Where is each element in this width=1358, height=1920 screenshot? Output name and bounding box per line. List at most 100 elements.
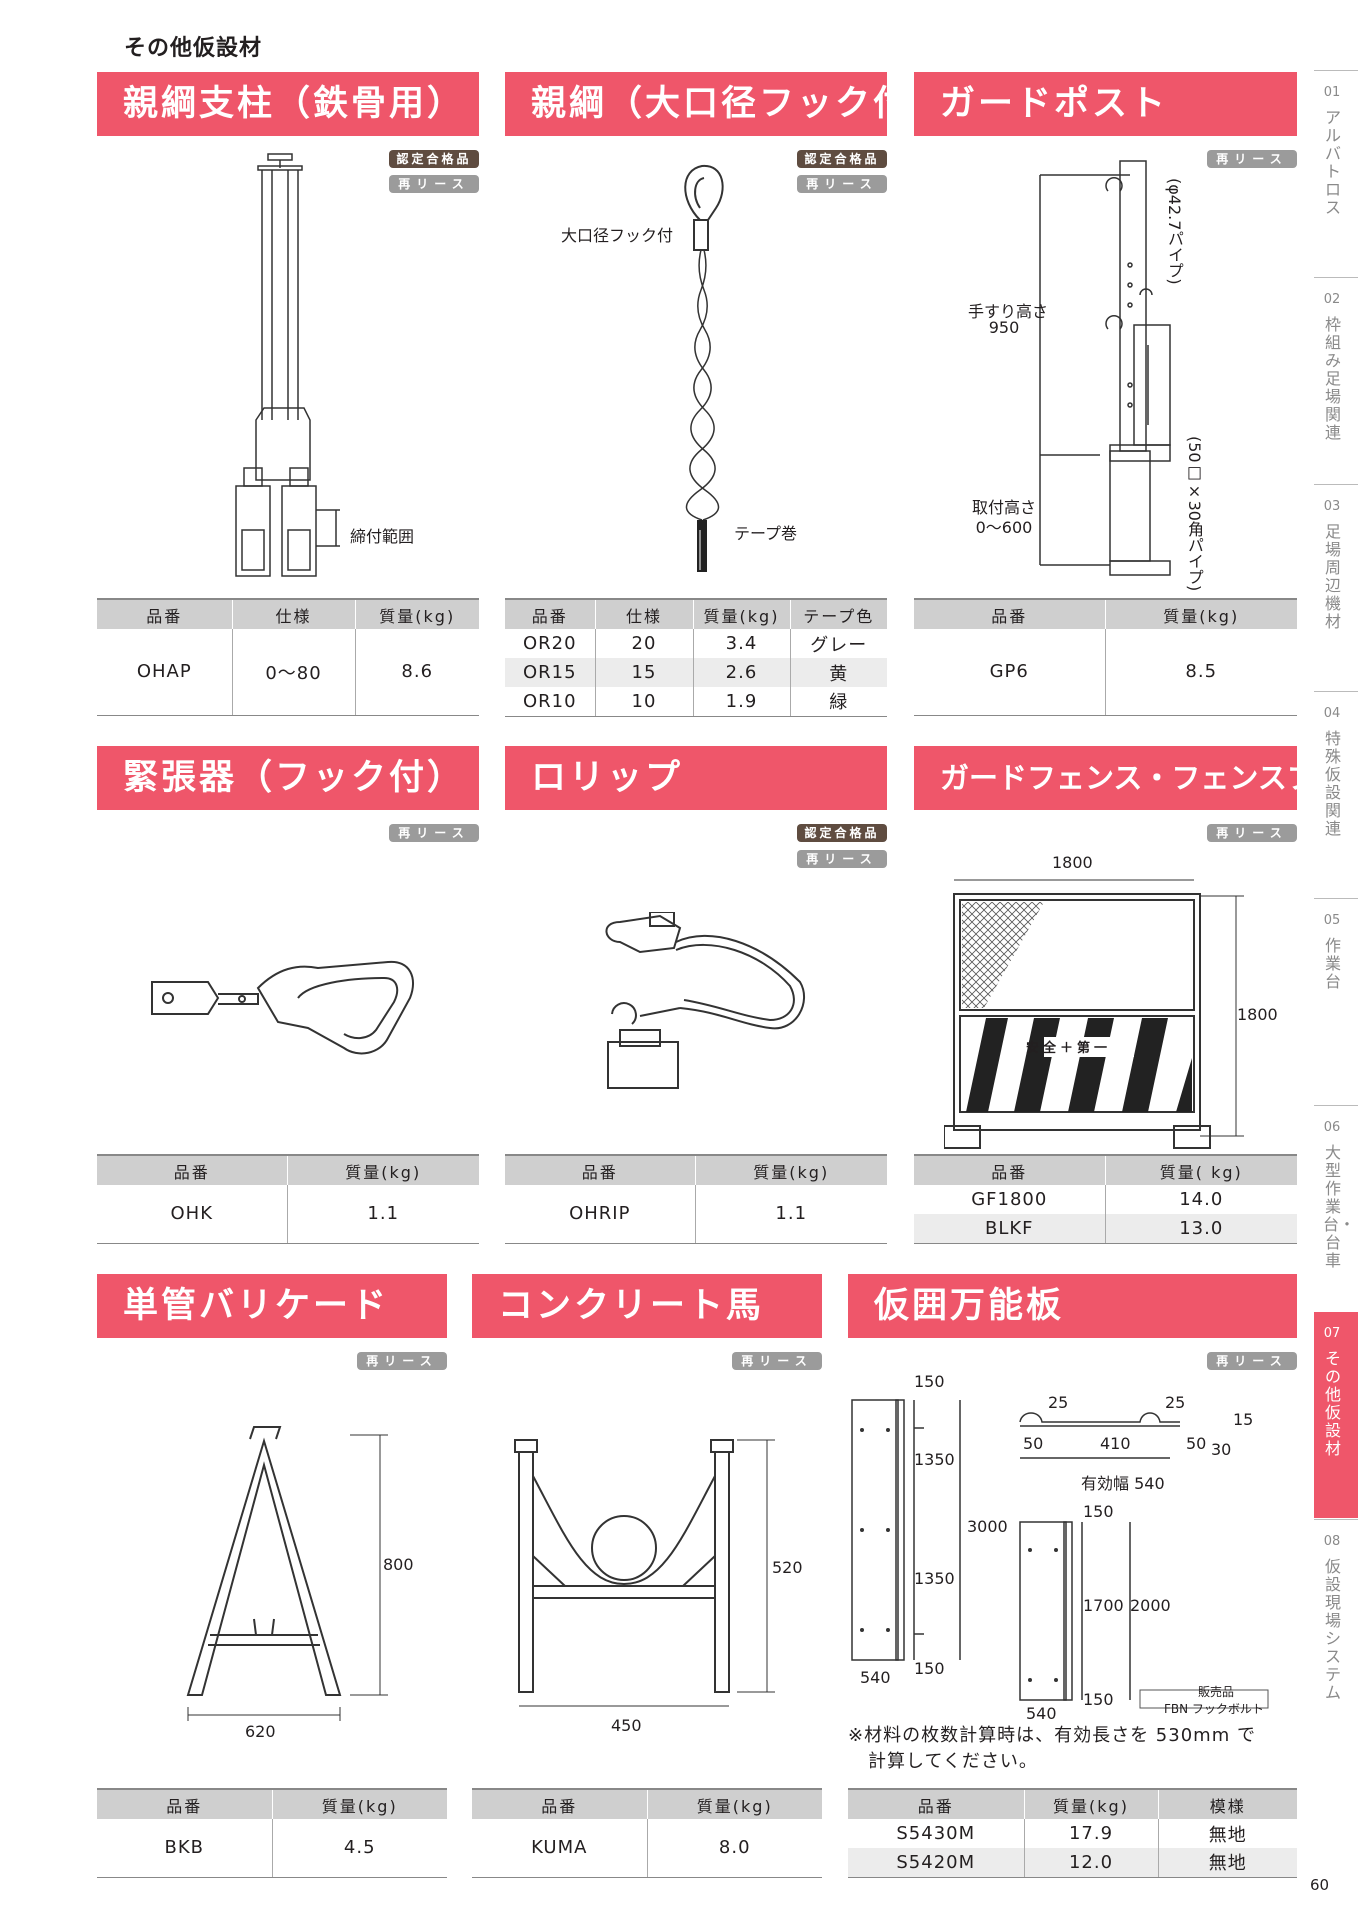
sidebar-item-03[interactable]: 03 足場周辺機材 [1314,484,1358,690]
callout-520: 520 [772,1558,803,1577]
sidebar-item-label: 特殊仮設関連 [1324,729,1341,838]
col-header: 品番 [505,598,595,629]
col-header: 質量(kg) [286,1154,479,1185]
cell: OHAP [97,629,232,716]
cell: 0～80 [231,629,355,716]
callout-3000: 3000 [967,1517,1008,1536]
cell: 8.6 [354,629,479,716]
header-guard-post: ガードポスト [914,72,1297,136]
callout-800: 800 [383,1555,414,1574]
cell: 8.0 [646,1819,822,1878]
col-header: 質量(kg) [646,1788,822,1819]
callout-950: 950 [988,318,1020,337]
callout-shimetsuke: 締付範囲 [350,527,415,546]
callout-0-600: 0～600 [975,518,1033,537]
guard-fence-illustration [944,862,1274,1152]
badge-lease: 再リース [1207,150,1297,168]
cell: 20 [594,629,693,658]
cell: 1.1 [286,1185,479,1244]
callout-30: 30 [1211,1440,1232,1459]
callout-tesuri: 手すり高さ [968,302,1049,321]
callout-620: 620 [245,1722,276,1741]
sidebar-item-02[interactable]: 02 枠組み足場関連 [1314,277,1358,483]
callout-1700: 1700 [1083,1596,1124,1615]
badge-lease: 再リース [1207,824,1297,842]
sidebar-item-08[interactable]: 08 仮設現場システム [1314,1519,1358,1725]
header-guard-fence: ガードフェンス・フェンスブロック [914,746,1297,810]
cell: 13.0 [1104,1214,1297,1244]
callout-sales-item: 販売品 [1198,1685,1235,1699]
header-oya-shichu: 親綱支柱（鉄骨用） [97,72,479,136]
col-header: 品番 [97,598,232,629]
cell: 15 [594,658,693,687]
callout-pipe-round: (φ42.7パイプ) [1165,178,1184,285]
section-title: その他仮設材 [124,36,263,61]
badge-lease: 再リース [732,1352,822,1370]
callout-25-left: 25 [1048,1393,1069,1412]
calculation-note: ※材料の枚数計算時は、有効長さを 530mm で 計算してください。 [848,1723,1256,1775]
sidebar-item-07[interactable]: 07 その他仮設材 [1314,1312,1358,1518]
callout-hook-bolt: FBN フックボルト [1164,1702,1264,1716]
sidebar-item-number: 04 [1323,706,1341,721]
cell: OR20 [522,633,577,654]
cell: S5420M [848,1848,1024,1878]
badge-lease: 再リース [389,824,479,842]
col-header: 品番 [848,1788,1024,1819]
kakoi-ban-illustration [850,1390,1270,1710]
sidebar-item-06[interactable]: 06 大型作業台・台車 [1314,1105,1358,1311]
col-header: 質量(kg) [692,598,790,629]
header-oya-zuna: 親綱（大口径フック付） [505,72,887,136]
col-header: 質量(kg) [354,598,479,629]
header-barricade: 単管バリケード [97,1274,447,1338]
col-header: 品番 [97,1154,287,1185]
callout-1350-upper: 1350 [914,1450,955,1469]
col-header: 仕様 [231,598,355,629]
badge-lease: 再リース [357,1352,447,1370]
badge-certified: 認定合格品 [797,824,887,842]
rorippu-illustration [600,912,810,1092]
cell: GF1800 [971,1189,1048,1210]
badge-lease: 再リース [389,175,479,193]
cell: OR15 [505,658,595,687]
cell: OHK [97,1185,287,1244]
page-number: 60 [1310,1876,1330,1894]
callout-150-bottom: 150 [914,1659,945,1678]
callout-540-left: 540 [860,1668,891,1687]
col-header: 質量(kg) [271,1788,447,1819]
sidebar-item-05[interactable]: 05 作業台 [1314,898,1358,1104]
col-header: 品番 [505,1154,695,1185]
header-rorippu: ロリップ [505,746,887,810]
cell: 3.4 [692,629,790,658]
callout-150-top: 150 [914,1372,945,1391]
sidebar-item-label: 仮設現場システム [1324,1557,1341,1702]
callout-150-small-bottom: 150 [1083,1690,1114,1709]
sidebar-item-01[interactable]: 01 アルバトロス [1314,70,1358,276]
oya-zuna-illustration [660,160,740,580]
cell: 2.6 [692,658,790,687]
header-kakoi-ban: 仮囲万能板 [848,1274,1297,1338]
sidebar-item-label: 足場周辺機材 [1324,522,1341,631]
callout-toritsuke: 取付高さ [971,498,1036,517]
oya-shichu-illustration [220,150,350,590]
note-line-2: 計算してください。 [868,1751,1038,1772]
col-header: 質量( kg) [1104,1154,1297,1185]
badge-lease: 再リース [797,850,887,868]
col-header: 品番 [97,1788,272,1819]
cell: 黄 [789,658,887,687]
callout-50-left: 50 [1023,1434,1044,1453]
sidebar-item-04[interactable]: 04 特殊仮設関連 [1314,691,1358,897]
sidebar-item-number: 06 [1323,1120,1341,1135]
cell: 無地 [1157,1848,1297,1878]
callout-15: 15 [1233,1410,1254,1429]
cell: OR10 [505,687,595,717]
callout-25-right: 25 [1165,1393,1186,1412]
note-line-1: ※材料の枚数計算時は、有効長さを 530mm で [848,1725,1256,1746]
callout-410: 410 [1100,1434,1131,1453]
barricade-illustration [180,1425,400,1725]
sidebar-item-label: 枠組み足場関連 [1324,315,1341,442]
